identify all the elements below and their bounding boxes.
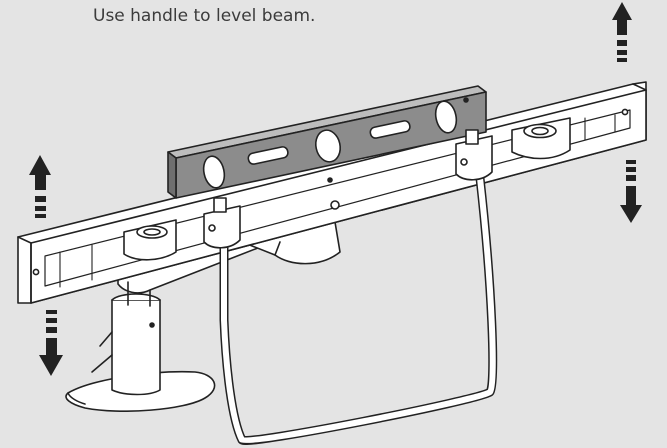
level-handle[interactable] <box>203 129 498 446</box>
spirit-level <box>167 85 487 199</box>
beam-clamp-left <box>123 219 177 261</box>
center-screw <box>330 200 340 210</box>
arrow-down-icon <box>620 160 642 223</box>
instruction-text: Use handle to level beam. <box>93 6 316 26</box>
arrow-up-icon <box>29 155 51 218</box>
support-pole <box>91 293 161 396</box>
main-beam <box>17 81 647 304</box>
arrow-down-icon <box>39 310 63 376</box>
beam-clamp-right <box>511 117 571 160</box>
arrow-up-icon <box>612 2 632 62</box>
